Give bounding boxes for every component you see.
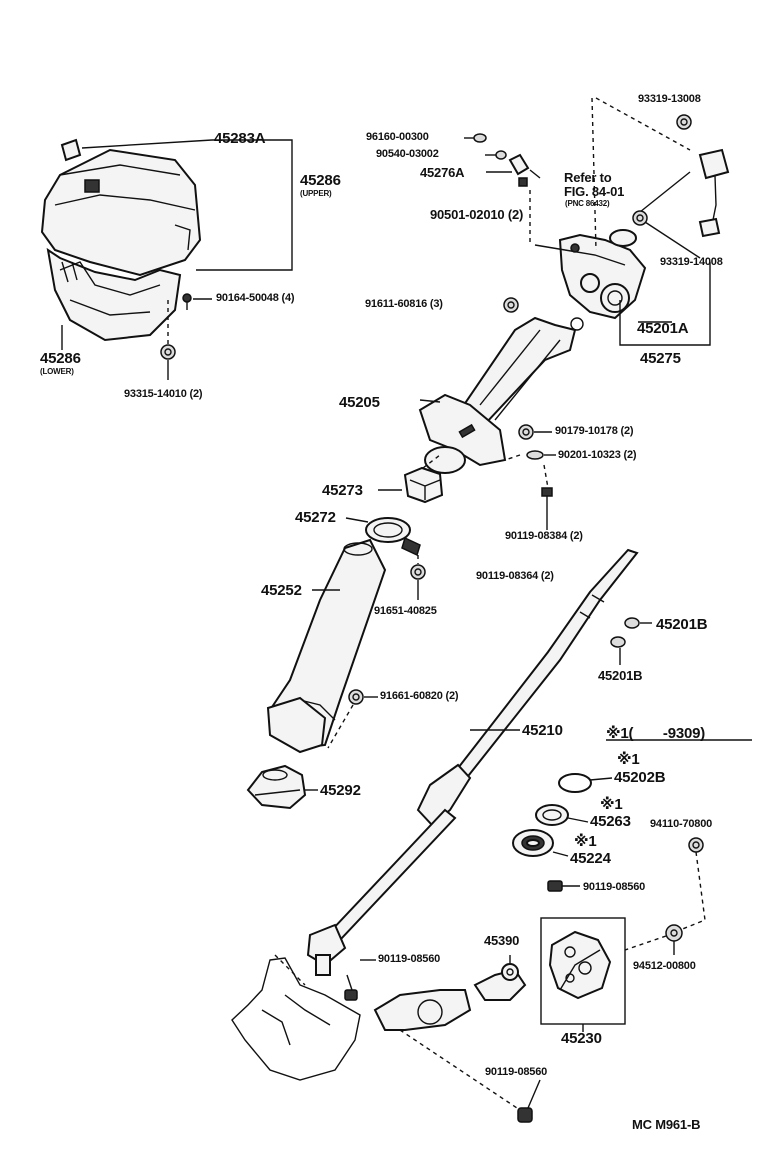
label-96160: 96160-00300 [366,131,429,143]
label-refer-to: Refer to [564,170,612,185]
label-note-1b: ※1 [600,796,623,813]
column-clamp-45272 [365,517,421,557]
bolt-90119-08560-b [344,974,358,1001]
steering-boot-45292 [246,764,307,810]
label-45201B-upper: 45201B [656,616,708,633]
label-90119-08384: 90119-08384 (2) [505,530,583,542]
label-note-1a: ※1 [617,751,640,768]
label-91651: 91651-40825 [374,605,437,617]
label-90119-08560-b: 90119-08560 [378,953,441,965]
bolt-90119-08560-c [399,1029,533,1123]
ignition-lock-housing [534,229,647,320]
washer-94512 [665,924,683,942]
bolt-90119-08384 [541,464,553,505]
bolt-90119-08560-a [547,880,580,892]
steering-gear-housing [231,954,361,1081]
column-cover-lower [46,247,182,342]
column-bracket-45273 [403,466,444,504]
label-refer-fig: FIG. 84-01 [564,184,625,199]
label-45292: 45292 [320,782,361,799]
label-45286-lower: 45286 [40,350,81,367]
label-90201: 90201-10323 (2) [558,449,637,461]
screw-93319-13008 [676,114,692,130]
bearing-45201B-upper [624,617,640,629]
label-45286-upper: 45286 [300,172,341,189]
label-91611: 91611-60816 (3) [365,298,443,310]
snap-ring-45202B [558,773,592,793]
label-90119-08560-a: 90119-08560 [583,881,646,893]
cover-pad [60,138,82,162]
label-90179: 90179-10178 (2) [555,425,634,437]
nut-90179 [518,424,534,440]
label-90501: 90501-02010 (2) [430,207,524,222]
label-90119-08560-c: 90119-08560 [485,1066,548,1078]
label-45390: 45390 [484,933,520,948]
yoke-assy-45230 [540,917,626,1025]
label-note-1c: ※1 [574,833,597,850]
label-93319-14008: 93319-14008 [660,256,723,268]
nut-94110 [688,837,704,853]
label-45276A: 45276A [420,165,465,180]
seal-45263 [535,804,569,826]
label-45201B-lower: 45201B [598,668,643,683]
label-90119-08364: 90119-08364 (2) [476,570,554,582]
label-45283A: 45283A [214,130,266,147]
cover-screw-93315 [160,300,176,360]
screw-93319-14008 [632,210,648,226]
label-45273: 45273 [322,482,363,499]
label-94110: 94110-70800 [650,818,713,830]
label-45230: 45230 [561,1030,602,1047]
label-45252: 45252 [261,582,302,599]
washer-90201 [526,450,544,460]
label-45210: 45210 [522,722,563,739]
switch-small-parts [473,133,541,187]
label-45275: 45275 [640,350,681,367]
label-45205: 45205 [339,394,380,411]
bolt-91661 [348,689,364,705]
label-45263: 45263 [590,813,631,830]
bolt-91651 [410,564,426,580]
label-45272: 45272 [295,509,336,526]
column-tube [418,316,584,474]
bearing-45201B-lower [610,636,626,648]
label-93319-13008: 93319-13008 [638,93,701,105]
label-90540: 90540-03002 [376,148,439,160]
label-45201A: 45201A [637,320,689,337]
column-hole-cover-45252 [266,538,387,754]
label-94512: 94512-00800 [633,960,696,972]
main-shaft-45210 [306,548,639,976]
bolt-91611 [503,297,519,313]
label-90164: 90164-50048 (4) [216,292,295,304]
ignition-sensor-connector [639,148,730,238]
label-91661: 91661-60820 (2) [380,690,459,702]
intermediate-shaft-45390 [373,963,527,1031]
label-note-range: ※1( -9309) [606,725,706,742]
label-upper: (UPPER) [300,189,332,198]
bearing-45224 [512,829,554,857]
label-45224: 45224 [570,850,611,867]
column-cover-upper [40,148,202,277]
label-lower: (LOWER) [40,367,74,376]
label-45202B: 45202B [614,769,666,786]
label-93315: 93315-14010 (2) [124,388,203,400]
figure-code: MC M961-B [632,1117,701,1132]
cover-screw-90164 [182,293,192,310]
label-refer-pnc: (PNC 86432) [565,199,610,208]
